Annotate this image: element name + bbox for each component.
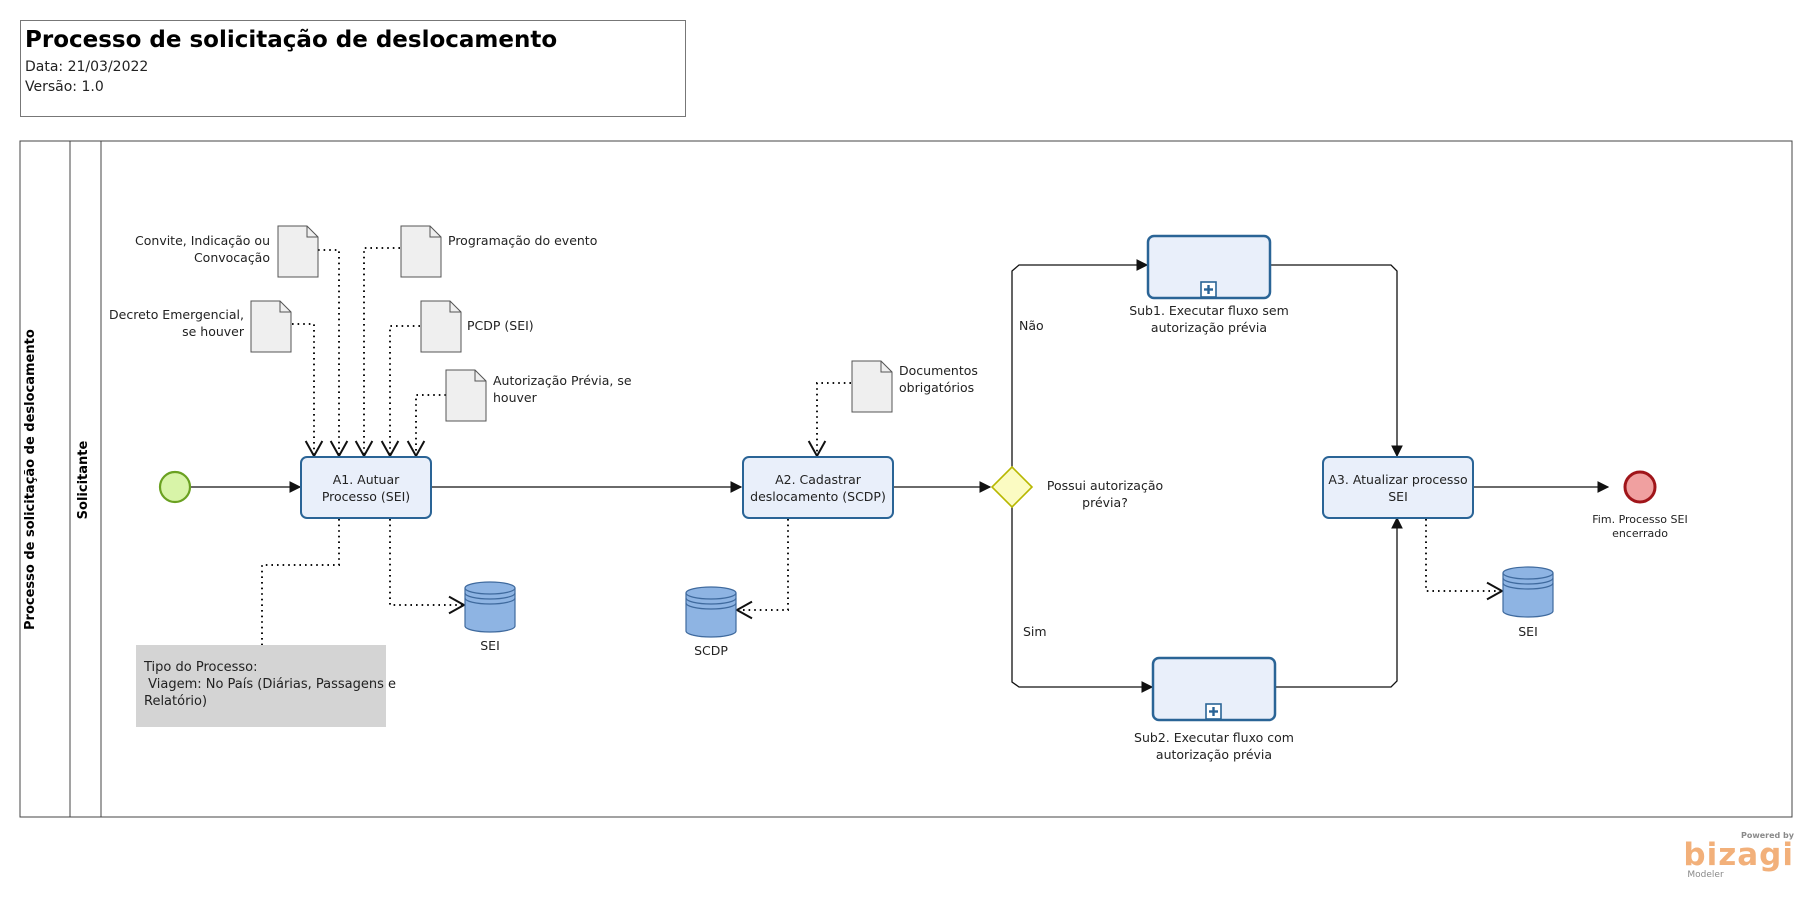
- document-label-autorizacao: Autorização Prévia, se houver: [493, 373, 632, 405]
- bizagi-logo: Powered by bizagi Modeler: [1683, 831, 1794, 880]
- flow-sub2-to-a3[interactable]: [1275, 516, 1403, 688]
- task-a1-label: A1. Autuar Processo (SEI): [321, 471, 411, 504]
- assoc-a1-to-sei[interactable]: [389, 519, 467, 615]
- task-a1[interactable]: [300, 456, 432, 519]
- document-label-pcdp: PCDP (SEI): [467, 318, 534, 333]
- flow-sub1-to-a3[interactable]: [1270, 264, 1403, 458]
- gateway-question-label: Possui autorização prévia?: [1046, 478, 1164, 510]
- datastore-label-sei: SEI: [1518, 624, 1538, 639]
- document-icon[interactable]: [250, 300, 292, 353]
- powered-by-label: Powered by: [1741, 831, 1794, 840]
- database-icon[interactable]: [464, 581, 516, 633]
- diagram-version: Versão: 1.0: [25, 79, 104, 95]
- assoc-documentos-to-a2[interactable]: [807, 382, 851, 459]
- document-icon[interactable]: [420, 300, 462, 353]
- document-label-programacao: Programação do evento: [448, 233, 598, 248]
- document-icon[interactable]: [445, 369, 487, 422]
- lane-label: Solicitante: [76, 440, 91, 520]
- document-label-convite: Convite, Indicação ou Convocação: [135, 233, 270, 265]
- document-icon[interactable]: [851, 360, 893, 413]
- diagram-title: Processo de solicitação de deslocamento: [25, 27, 558, 53]
- diagram-header: Processo de solicitação de deslocamento …: [20, 20, 686, 117]
- subprocess-sub2-label: Sub2. Executar fluxo com autorização pré…: [1134, 730, 1294, 762]
- pool-label: Processo de solicitação de deslocamento: [23, 329, 38, 630]
- gateway-no-label: Não: [1019, 318, 1044, 333]
- subprocess-sub2[interactable]: [1151, 656, 1277, 722]
- subprocess-sub1[interactable]: [1146, 234, 1272, 300]
- modeler-label: Modeler: [1687, 870, 1724, 880]
- assoc-convite-to-a1[interactable]: [318, 249, 349, 459]
- end-event[interactable]: [1623, 470, 1657, 504]
- assoc-a3-to-sei[interactable]: [1425, 519, 1505, 601]
- start-event[interactable]: [158, 470, 192, 504]
- task-a2[interactable]: [742, 456, 894, 519]
- subprocess-sub1-label: Sub1. Executar fluxo sem autorização pré…: [1129, 303, 1289, 335]
- flow-gateway-to-sub1[interactable]: [1011, 259, 1149, 467]
- datastore-label-sei: SEI: [480, 638, 500, 653]
- flow-gateway-to-sub2[interactable]: [1011, 507, 1154, 693]
- end-event-label: Fim. Processo SEI encerrado: [1592, 513, 1688, 540]
- expand-icon[interactable]: [1200, 281, 1217, 298]
- document-icon[interactable]: [400, 225, 442, 278]
- expand-icon[interactable]: [1205, 703, 1222, 720]
- assoc-a1-to-annotation[interactable]: [261, 519, 340, 645]
- task-a3[interactable]: [1322, 456, 1474, 519]
- data-associations: [261, 247, 1505, 645]
- text-annotation[interactable]: Tipo do Processo: Viagem: No País (Diári…: [136, 645, 396, 727]
- assoc-programacao-to-a1[interactable]: [354, 247, 400, 459]
- database-icon[interactable]: [1502, 566, 1554, 618]
- document-label-documentos: Documentos obrigatórios: [899, 363, 978, 395]
- diagram-date: Data: 21/03/2022: [25, 59, 149, 75]
- bizagi-wordmark: bizagi: [1683, 837, 1794, 873]
- gateway-authorization[interactable]: [990, 465, 1034, 509]
- gateway-yes-label: Sim: [1023, 624, 1047, 639]
- document-label-decreto: Decreto Emergencial, se houver: [109, 307, 244, 339]
- assoc-a2-to-scdp[interactable]: [734, 519, 789, 620]
- task-a2-label: A2. Cadastrar deslocamento (SCDP): [750, 471, 886, 504]
- document-icon[interactable]: [277, 225, 319, 278]
- task-a3-label: A3. Atualizar processo SEI: [1328, 471, 1468, 504]
- database-icon[interactable]: [685, 586, 737, 638]
- datastore-label-scdp: SCDP: [694, 643, 728, 658]
